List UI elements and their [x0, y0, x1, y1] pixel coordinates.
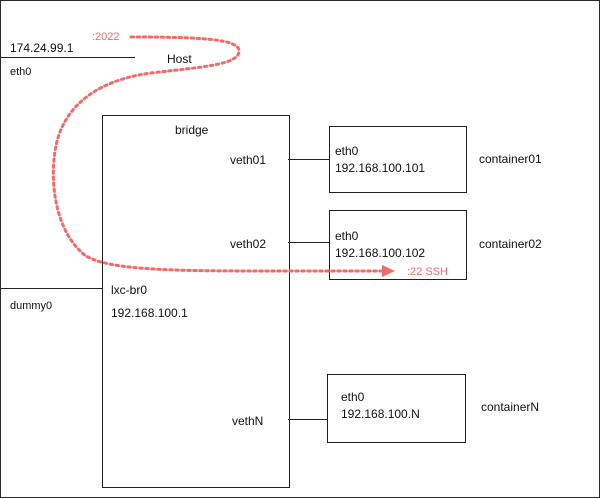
container01-iface: eth0	[335, 144, 359, 158]
containerN-name: containerN	[481, 400, 540, 414]
veth02-connector	[288, 242, 329, 243]
container01-name: container01	[479, 152, 542, 166]
bridge-name: lxc-br0	[111, 283, 148, 297]
containerN-ip: 192.168.100.N	[341, 407, 420, 421]
container02-iface: eth0	[335, 229, 359, 243]
vethN-connector	[288, 419, 327, 420]
veth01-label: veth01	[230, 153, 267, 167]
host-port-label: :2022	[92, 31, 120, 43]
ssh-port-label: :22 SSH	[407, 266, 448, 278]
container01-box	[329, 126, 467, 193]
bridge-title: bridge	[175, 123, 209, 137]
container01-ip: 192.168.100.101	[335, 161, 426, 175]
host-ip: 174.24.99.1	[10, 41, 74, 55]
dummy0-label: dummy0	[10, 300, 53, 312]
veth02-label: veth02	[230, 237, 267, 251]
container02-ip: 192.168.100.102	[335, 246, 426, 260]
containerN-box	[327, 374, 466, 443]
host-eth0-label: eth0	[10, 66, 32, 78]
host-eth0-line	[1, 57, 135, 58]
containerN-iface: eth0	[341, 390, 365, 404]
dummy0-line	[1, 288, 102, 289]
veth01-connector	[288, 159, 329, 160]
bridge-box	[102, 115, 290, 488]
bridge-ip: 192.168.100.1	[111, 306, 188, 320]
vethN-label: vethN	[232, 414, 264, 428]
container02-name: container02	[479, 237, 542, 251]
host-label: Host	[167, 52, 192, 66]
